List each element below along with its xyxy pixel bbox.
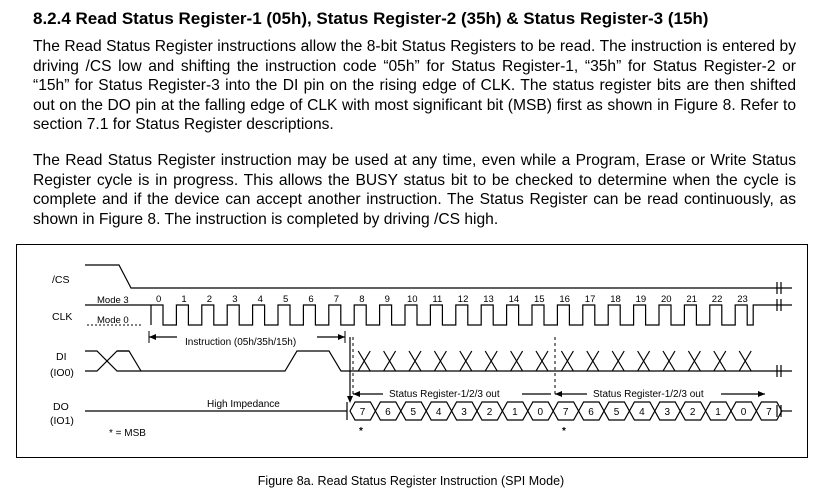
signal-label-di-sub: (IO0)	[50, 367, 74, 379]
status-out-arrow-head-3	[758, 391, 765, 397]
clock-tick-label: 11	[432, 294, 442, 305]
timing-diagram-svg: /CS CLK DI (IO0) DO (IO1) Mode 3 Mode 0 …	[50, 264, 792, 439]
clock-tick-label: 13	[483, 294, 494, 305]
status-out-label-2: Status Register-1/2/3 out	[593, 389, 704, 400]
do-bit-label: 3	[665, 407, 671, 418]
clock-tick-label: 5	[283, 294, 288, 305]
clock-tick-label: 20	[661, 294, 672, 305]
clock-tick-label: 12	[458, 294, 469, 305]
di-dont-care-mark	[713, 350, 727, 372]
do-bit-label: 1	[512, 407, 518, 418]
clock-tick-label: 23	[737, 294, 748, 305]
line-break-marker	[776, 365, 782, 377]
do-start-arrow-head	[347, 396, 353, 403]
clk-waveform	[85, 304, 792, 326]
clock-tick-label: 4	[258, 294, 263, 305]
di-dont-care-mark	[383, 350, 397, 372]
do-bit-label: 4	[639, 407, 645, 418]
clock-tick-label: 10	[407, 294, 418, 305]
clock-tick-label: 2	[207, 294, 212, 305]
do-bit-label: 0	[538, 407, 544, 418]
di-dont-care-mark	[637, 350, 651, 372]
do-bit-label: 7	[563, 407, 569, 418]
line-break-marker	[776, 405, 782, 417]
paragraph-continuous-read: The Read Status Register instruction may…	[33, 152, 796, 228]
signal-label-clk: CLK	[52, 311, 72, 323]
do-bit-label: 3	[461, 407, 467, 418]
instruction-arrow-right-head	[338, 334, 345, 340]
signal-label-cs: /CS	[52, 274, 70, 286]
do-bit-label: 1	[715, 407, 721, 418]
clock-tick-label: 18	[610, 294, 621, 305]
instruction-arrow-bounds	[148, 331, 346, 343]
di-dont-care-mark	[560, 350, 574, 372]
line-break-marker	[776, 282, 782, 294]
do-bit-label: 2	[487, 407, 493, 418]
status-out-arrow-head-1	[353, 391, 360, 397]
di-dont-care-mark	[611, 350, 625, 372]
msb-marker-2: *	[562, 426, 566, 437]
figure-caption: Figure 8a. Read Status Register Instruct…	[257, 474, 565, 488]
do-bit-label: 4	[436, 407, 442, 418]
di-dont-care-mark	[586, 350, 600, 372]
clock-tick-label: 15	[534, 294, 545, 305]
high-impedance-label: High Impedance	[207, 399, 280, 410]
do-bit-label: 6	[385, 407, 391, 418]
signal-label-di: DI	[56, 351, 67, 363]
paragraph-instruction-overview: The Read Status Register instructions al…	[33, 38, 796, 134]
mode-0-label: Mode 0	[97, 315, 129, 326]
di-dont-care-mark	[738, 350, 752, 372]
signal-label-do: DO	[53, 401, 69, 413]
di-dont-care-mark	[535, 350, 549, 372]
di-waveform-cross-tail	[117, 350, 142, 372]
di-dont-care-mark	[408, 350, 422, 372]
line-break-marker	[776, 299, 782, 311]
section-heading: 8.2.4 Read Status Register-1 (05h), Stat…	[33, 9, 709, 28]
clock-tick-label: 6	[308, 294, 313, 305]
do-bit-label: 7	[766, 407, 772, 418]
signal-label-do-sub: (IO1)	[50, 415, 74, 427]
do-bit-label: 5	[411, 407, 417, 418]
msb-marker-1: *	[359, 426, 363, 437]
di-dont-care-mark	[662, 350, 676, 372]
di-dont-care-mark	[687, 350, 701, 372]
di-dont-care-mark	[357, 350, 371, 372]
status-out-arrow-head-2	[555, 391, 562, 397]
clock-tick-label: 7	[334, 294, 339, 305]
do-bit-label: 5	[614, 407, 620, 418]
msb-legend: * = MSB	[109, 428, 146, 439]
do-bit-label: 7	[360, 407, 366, 418]
di-dont-care-mark	[459, 350, 473, 372]
clock-tick-label: 22	[712, 294, 723, 305]
di-dont-care-mark	[484, 350, 498, 372]
instruction-label: Instruction (05h/35h/15h)	[185, 337, 296, 348]
clock-tick-label: 21	[686, 294, 697, 305]
clock-tick-label: 8	[359, 294, 364, 305]
di-dont-care-mark	[433, 350, 447, 372]
cs-waveform	[85, 264, 765, 289]
do-bit-label: 0	[741, 407, 747, 418]
clock-tick-label: 9	[385, 294, 390, 305]
mode-3-label: Mode 3	[97, 295, 129, 306]
do-bit-label: 6	[588, 407, 594, 418]
di-waveform-cross	[85, 350, 129, 372]
clock-tick-label: 3	[232, 294, 237, 305]
clock-tick-label: 17	[585, 294, 596, 305]
clock-tick-label: 19	[636, 294, 647, 305]
instruction-arrow-left-head	[149, 334, 156, 340]
di-waveform-low	[85, 350, 792, 372]
do-bit-label: 2	[690, 407, 696, 418]
timing-diagram: /CS CLK DI (IO0) DO (IO1) Mode 3 Mode 0 …	[16, 244, 808, 458]
clock-tick-label: 1	[181, 294, 186, 305]
clock-tick-label: 14	[509, 294, 520, 305]
clock-tick-label: 16	[559, 294, 570, 305]
status-out-label-1: Status Register-1/2/3 out	[389, 389, 500, 400]
clock-tick-label: 0	[156, 294, 161, 305]
di-dont-care-mark	[510, 350, 524, 372]
